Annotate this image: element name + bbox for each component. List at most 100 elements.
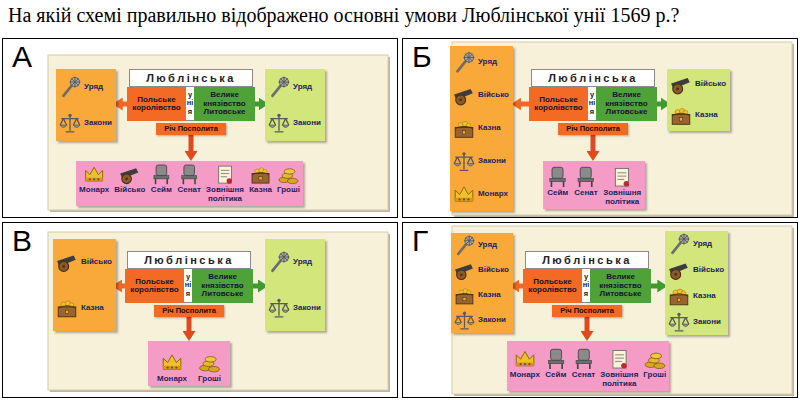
icon-part: [460, 273, 463, 276]
connector-layer: [119, 104, 664, 334]
panel-letter: В: [12, 224, 32, 258]
icon-layer: [667, 69, 730, 131]
power-label: Казна: [693, 292, 716, 300]
scales-icon: [455, 312, 474, 329]
icon-part: [269, 125, 289, 127]
icon-part: [58, 307, 76, 317]
scales-icon: [454, 152, 474, 170]
icon-part: [650, 353, 661, 359]
icon-part: [456, 293, 473, 295]
scales-icon: [269, 299, 289, 317]
powers-panel: УрядЗакони: [265, 69, 325, 141]
icon-part: [154, 176, 169, 179]
mace-icon: [672, 234, 689, 253]
icon-part: [167, 366, 169, 368]
slide-ground: [48, 232, 388, 390]
power-label: Військо: [693, 266, 724, 274]
power-label: Закони: [293, 304, 321, 312]
icon-part: [577, 364, 589, 370]
powers-panel: ВійськоКазна: [53, 239, 116, 331]
icon-part: [671, 269, 681, 279]
icon-layer: [76, 161, 303, 206]
icon-part: [175, 366, 177, 368]
icon-part: [278, 252, 289, 263]
icon-part: [122, 174, 132, 184]
icon-part: [616, 168, 629, 186]
icon-part: [278, 77, 289, 88]
icon-part: [624, 181, 630, 187]
icon-part: [548, 360, 563, 363]
scroll-icon: [219, 166, 232, 184]
power-label: Казна: [695, 111, 718, 119]
icon-part: [463, 298, 466, 301]
power-label: Військо: [81, 258, 112, 266]
icon-part: [455, 323, 474, 325]
chair-icon: [550, 167, 565, 187]
power-label: Закони: [84, 119, 112, 127]
icon-layer: [507, 341, 669, 391]
icon-part: [669, 324, 689, 326]
cannon-icon: [454, 89, 473, 105]
icon-part: [269, 300, 289, 317]
scales-icon: [669, 313, 689, 331]
icon-part: [678, 234, 689, 245]
icon-part: [279, 77, 288, 86]
icon-part: [467, 198, 469, 200]
icon-part: [252, 174, 269, 184]
scroll-icon: [616, 168, 630, 186]
union-word: унія: [184, 273, 192, 298]
icon-part: [184, 165, 195, 176]
scales-icon: [269, 114, 289, 132]
icon-part: [221, 170, 229, 176]
icon-part: [455, 187, 473, 201]
chest-icon: [252, 168, 269, 183]
icon-part: [58, 306, 76, 308]
icon-part: [654, 363, 665, 369]
icon-part: [60, 125, 80, 127]
icon-part: [456, 294, 473, 303]
icon-part: [86, 178, 103, 181]
union-arrow: [651, 284, 660, 289]
icon-part: [465, 236, 474, 245]
power-label: Уряд: [478, 241, 497, 249]
union-arrow: [657, 102, 664, 107]
icon-part: [670, 295, 688, 305]
icon-part: [464, 53, 473, 62]
union-arrow: [255, 102, 262, 107]
icon-part: [252, 172, 269, 174]
icon-part: [463, 312, 466, 315]
power-label: Сенат: [572, 371, 595, 379]
union-title: Люблінська: [542, 255, 632, 266]
power-label: Монарх: [510, 371, 540, 379]
icon-part: [677, 313, 680, 316]
icon-part: [618, 173, 627, 180]
icon-part: [69, 77, 80, 88]
icon-part: [171, 366, 173, 368]
icon-part: [462, 152, 465, 155]
icon-part: [455, 313, 474, 329]
union-arrow: [120, 102, 127, 107]
powers-panel: УрядВійськоКазнаЗакони: [451, 233, 513, 333]
chair-icon: [578, 167, 593, 187]
power-label: Закони: [293, 119, 321, 127]
power-label: Військо: [478, 91, 509, 99]
state-name: Польське королівство: [127, 96, 186, 113]
icon-part: [669, 314, 689, 331]
state-name: Польське королівство: [125, 278, 184, 295]
panel-letter: Г: [412, 224, 428, 258]
icon-part: [205, 357, 216, 363]
cannon-icon: [120, 168, 138, 183]
power-label: Уряд: [693, 240, 712, 248]
power-label: Гроші: [198, 375, 221, 383]
union-header: Люблінська: [525, 251, 649, 269]
icon-part: [524, 363, 526, 365]
answer-panel: УрядВійськоКазнаЗакониЛюблінськауніяПоль…: [402, 222, 798, 398]
chest-icon: [58, 301, 76, 317]
icon-part: [677, 298, 680, 301]
icon-part: [516, 363, 534, 366]
commonwealth-bar: Річ Посполита: [558, 123, 628, 135]
icon-part: [552, 182, 564, 188]
union-arrow: [591, 135, 596, 154]
union-header: Люблінська: [531, 69, 655, 87]
icon-part: [516, 352, 534, 366]
